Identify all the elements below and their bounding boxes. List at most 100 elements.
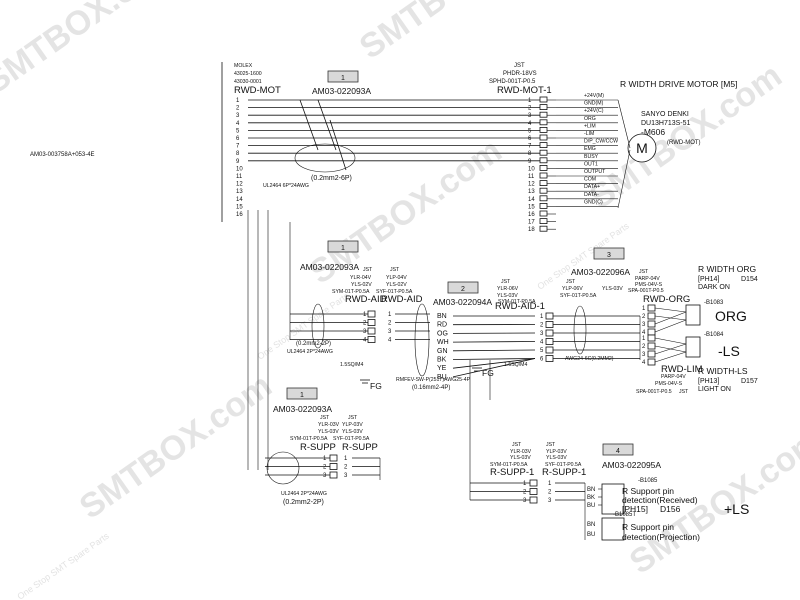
rwd-lim-p1: PARP-04V [661, 374, 686, 380]
fg-wire-left: 1.5SQ/M4 [340, 362, 363, 368]
fg-wire-right: 1.5SQ/M4 [504, 362, 527, 368]
routing-lines [247, 210, 641, 540]
r-supp-1-l2: YLS-03V [510, 455, 531, 461]
r-supp-1-right-pin-number: 2 [548, 490, 552, 496]
ls-state: LIGHT ON [698, 386, 731, 393]
rwd-aid-1-right-p3: SYF-01T-P0.5A [560, 293, 597, 299]
r-supp-1-pin-number: 3 [523, 498, 527, 504]
rwd-org-pin-number: 3 [642, 322, 646, 328]
rwd-lim-pin-number: 2 [642, 344, 646, 350]
side-label: AM03-003758A+053-4E [30, 152, 95, 158]
rs-rx-line2: detection(Received) [622, 495, 698, 505]
rwd-org-pin-box [647, 304, 656, 312]
section-tag-4: 4 AM03-022095A [602, 443, 661, 470]
rwd-aid-1-pin-number: 5 [540, 348, 544, 354]
rwd-aid-1-right-maker: JST [566, 279, 576, 285]
r-supp-connector: JST YLR-03V YLS-03V SYM-01T-P0.5A JST YL… [265, 415, 380, 506]
rwd-mot-1-pin-number: 5 [528, 128, 532, 134]
motor-maker: SANYO DENKI [641, 111, 689, 118]
rwd-aid-right-pin-number: 1 [388, 312, 392, 318]
rwd-org-wire [654, 307, 687, 313]
rwd-mot-pin-number: 14 [236, 197, 243, 203]
mid-cable-color: GN [437, 348, 448, 355]
mid-cable-wire [452, 358, 536, 369]
motor-signal-label: D/P_CW/CCW [584, 139, 618, 145]
rwd-mot-1-pin-number: 10 [528, 166, 535, 172]
rs-rx-code: D156 [660, 504, 681, 514]
rwd-aid-p3: SYM-01T-P0.5A [332, 289, 370, 295]
motor-signal-label: +LIM [584, 123, 596, 129]
rwd-aid-1-cable: AWG24-6C(0.2MM2) [565, 356, 614, 362]
rwd-mot-1-pin-box [539, 164, 548, 171]
rwd-mot-1-pin-number: 11 [528, 174, 535, 180]
mid-cable-color: BU [437, 374, 447, 381]
rwd-aid-pin-box [367, 319, 376, 326]
r-supp-name-l: R-SUPP [300, 442, 336, 453]
r-supp-1-r2: YLS-03V [546, 455, 567, 461]
rwd-lim-pin-number: 3 [642, 352, 646, 358]
motor-signal-label: BUSY [584, 154, 599, 160]
motor-signal-bundle [617, 99, 631, 149]
org-sensor-body [685, 304, 701, 326]
section-tag-2: 2 AM03-022094A [433, 281, 492, 307]
rwd-mot-1-part1: PHDR-18VS [503, 71, 537, 77]
rwd-lim-maker: JST [679, 389, 689, 395]
rwd-aid-right-maker: JST [390, 267, 400, 273]
motor-signal-label: -LIM [584, 131, 594, 137]
motor-signal-label: EMG [584, 146, 596, 152]
rwd-lim-connector: RWD-LIM PARP-04V PMS-04V-S SPA-001T-P0.5… [636, 364, 703, 395]
rwd-aid-right-p1: YLP-04V [386, 275, 407, 281]
motor-signal-label: ORG [584, 116, 596, 122]
rwd-mot-1-pin-number: 18 [528, 227, 535, 233]
rwd-org-pin-number: 2 [642, 314, 646, 320]
rwd-aid-pin-box [367, 336, 376, 343]
rwd-aid-pin-box [367, 327, 376, 335]
rwd-aid-1-connector: JST YLR-06V YLS-03V SYM-01T-P0.5A RWD-AI… [495, 279, 640, 363]
motor-signal-label: COM [584, 177, 596, 183]
org-state: DARK ON [698, 284, 730, 291]
rwd-aid-connector: JST YLR-04V YLS-02V SYM-01T-P0.5A RWD-AI… [287, 267, 430, 355]
r-supp-1-maker-l: JST [512, 442, 522, 448]
section-tag-1-bottom: 1 AM03-022093A [273, 387, 332, 414]
r-supp-1-l3: SYM-01T-P0.5A [490, 462, 528, 468]
motor-symbol [627, 133, 657, 163]
rwd-aid-name: RWD-AID [345, 294, 387, 305]
motor-title: R WIDTH DRIVE MOTOR [M5] [620, 79, 737, 89]
rwd-aid-1-pin-box [545, 321, 554, 328]
rwd-aid-1-p2: YLS-03V [497, 293, 518, 299]
rwd-mot-1-pin-box [539, 195, 548, 202]
harness-twist [299, 99, 319, 151]
section-tag: 3 [607, 252, 611, 259]
rwd-mot-cable-note: UL2464 6P*24AWG [263, 183, 309, 189]
r-supp-1-pin-number: 1 [523, 481, 527, 487]
rwd-mot-pin-number: 12 [236, 182, 243, 188]
rwd-mot-maker: MOLEX [234, 63, 253, 69]
ls-code: D157 [741, 378, 758, 385]
section-part: AM03-022094A [433, 297, 492, 307]
rwd-mot-pin-number: 1 [236, 98, 240, 104]
r-supp-l1: YLR-03V [318, 422, 340, 428]
watermark-tagline-1: One Stop SMT Spare Parts [15, 530, 111, 600]
rwd-org-p2: PMS-04V-S [635, 282, 663, 288]
rwd-org-wire [654, 319, 687, 333]
rwd-mot-1-pin-box [539, 96, 548, 103]
rwd-mot-pin-number: 11 [236, 174, 243, 180]
r-supp-maker-r: JST [348, 415, 358, 421]
org-title: R WIDTH ORG [698, 264, 756, 274]
rwd-mot-pin-number: 2 [236, 106, 240, 112]
rwd-aid-1-p1: YLR-06V [497, 286, 519, 292]
motor-signal-labels: +24V(M)GND(M)+24V(C)ORG+LIM-LIMD/P_CW/CC… [556, 93, 631, 209]
rwd-aid-pin-number: 4 [363, 338, 367, 344]
rwd-aid-pin-box [367, 310, 376, 318]
r-supp-pin-box [329, 454, 338, 462]
motor-signal-label: DATA- [584, 192, 599, 198]
rs-projector-body [601, 517, 625, 541]
section-tag: 2 [461, 286, 465, 293]
org-ref: [PH14] [698, 276, 719, 283]
rwd-aid-1-pin-box [545, 329, 554, 337]
harness-twist [317, 99, 337, 151]
rwd-mot-1-pin-number: 9 [528, 159, 532, 165]
